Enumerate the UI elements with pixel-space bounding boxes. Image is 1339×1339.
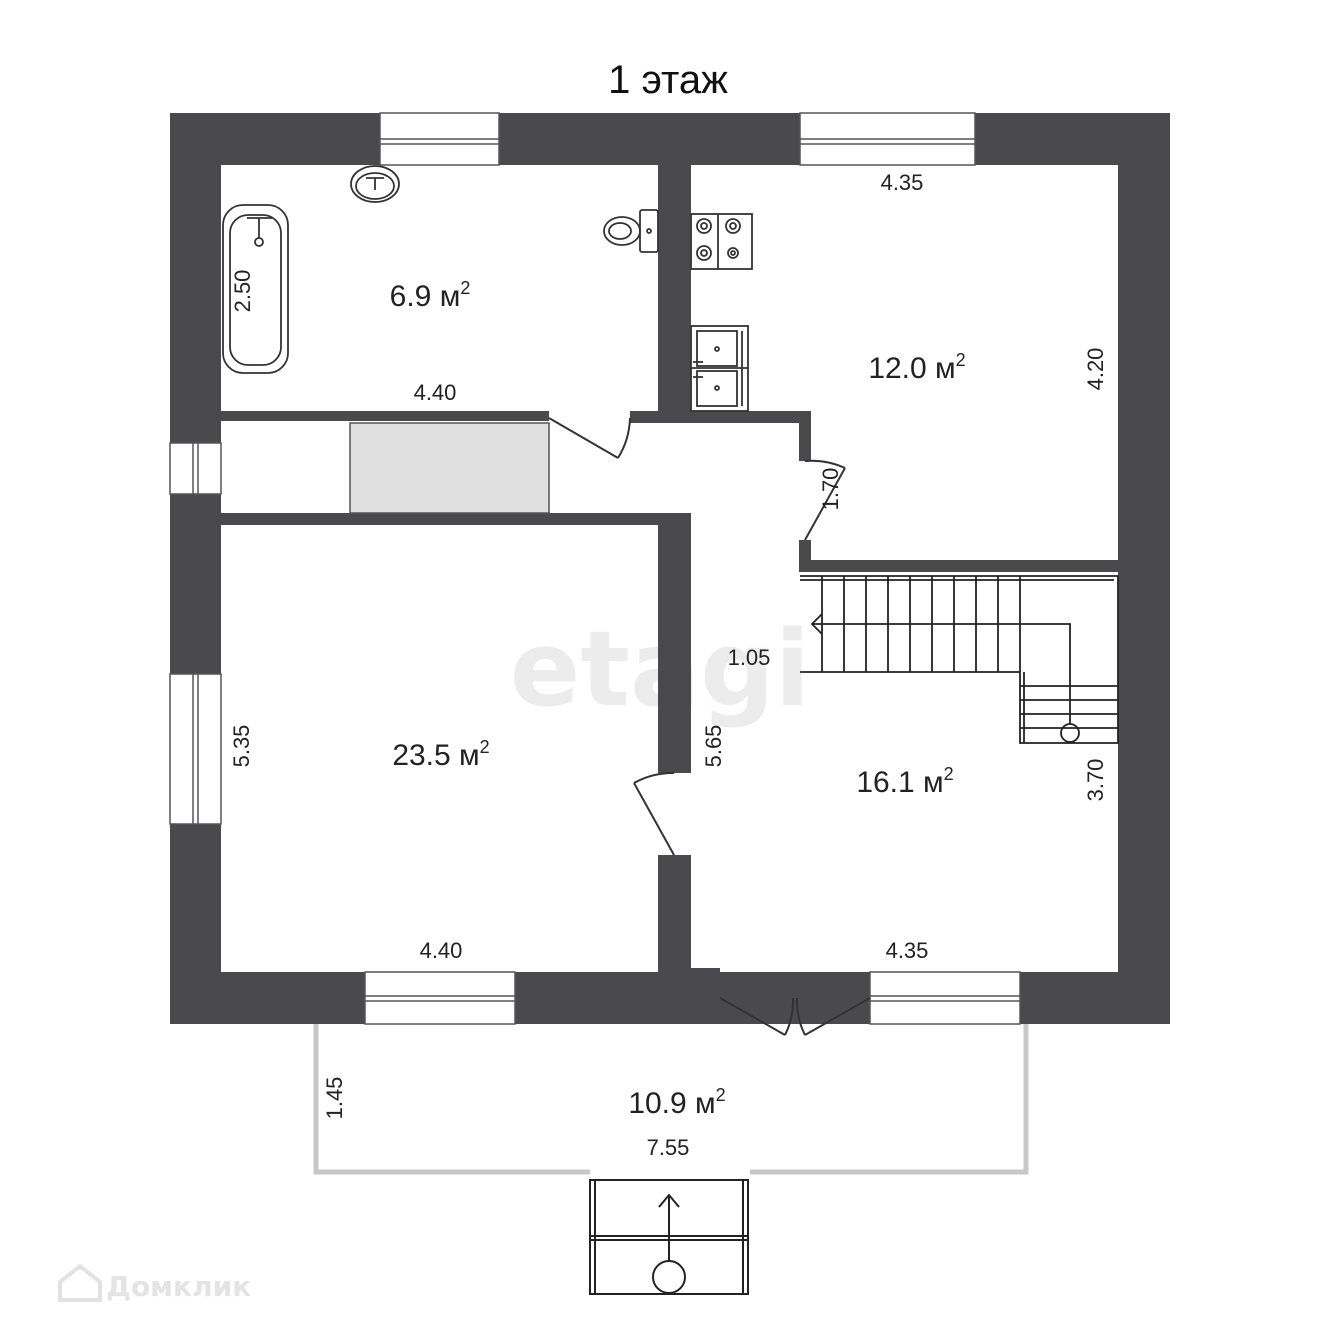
wall-kitchen-left-bottom [799, 540, 811, 563]
area-unit-exponent: 2 [944, 764, 954, 784]
living-room-width: 4.40 [420, 938, 463, 963]
terrace-depth: 1.45 [322, 1077, 347, 1120]
bathtub-icon [222, 204, 289, 374]
stairs-icon [800, 575, 1119, 744]
window-icon [379, 112, 500, 166]
toilet-icon [603, 209, 659, 253]
wall-bottom-right-plinth [658, 968, 720, 1024]
window-icon [799, 112, 976, 166]
bathroom-depth: 2.50 [230, 270, 255, 313]
interior-walls [221, 165, 1118, 1024]
wall-living-right-lower [658, 855, 691, 972]
corridor-width: 1.05 [728, 645, 771, 670]
area-unit-exponent: 2 [460, 278, 470, 298]
pantry-storage [349, 422, 550, 514]
entrance-steps-icon [589, 1179, 749, 1295]
wall-bath-bottom [221, 411, 549, 421]
doors [548, 417, 871, 1036]
wall-living-right-upper [658, 513, 691, 773]
kitchen-area: 12.0 м2 [868, 350, 965, 385]
door-icon [804, 459, 846, 541]
living-room-area: 23.5 м2 [392, 737, 489, 772]
kitchen-width: 4.35 [881, 170, 924, 195]
wall-bath-kitchen [658, 165, 691, 413]
area-unit-exponent: 2 [956, 350, 966, 370]
area-unit-exponent: 2 [480, 737, 490, 757]
window-icon [869, 971, 1021, 1025]
page-title: 1 этаж [608, 58, 728, 102]
terrace-width: 7.55 [647, 1135, 690, 1160]
terrace-area: 10.9 м2 [628, 1085, 725, 1120]
hall-area: 16.1 м2 [856, 764, 953, 799]
windows [169, 112, 1021, 1025]
living-room-depth: 5.35 [229, 725, 254, 768]
window-icon [169, 673, 222, 825]
window-icon [169, 442, 222, 495]
domclick-watermark: Домклик [106, 1270, 251, 1303]
domclick-logo-icon [58, 1263, 102, 1302]
window-icon [364, 971, 516, 1025]
area-unit-exponent: 2 [716, 1085, 726, 1105]
hall-depth: 3.70 [1083, 759, 1108, 802]
door-icon [548, 417, 631, 459]
kitchen-depth: 4.20 [1083, 348, 1108, 391]
wall-kitchen-left-lower [799, 411, 811, 461]
door-icon [719, 997, 871, 1036]
door-icon [633, 771, 675, 856]
wall-kitchen-bottom [799, 560, 1118, 572]
bathroom-area: 6.9 м2 [390, 278, 471, 313]
sink-icon [350, 165, 400, 203]
wall-kitchen-bottom-left [630, 411, 810, 423]
corridor-length: 5.65 [701, 725, 726, 768]
hall-width: 4.35 [886, 938, 929, 963]
stove-icon [690, 213, 753, 270]
kitchen-sink-icon [690, 325, 749, 412]
bathroom-width: 4.40 [414, 380, 457, 405]
terrace-outline [313, 1024, 1029, 1175]
wall-pantry-bottom [221, 513, 691, 525]
corridor-door-span: 1.70 [818, 468, 843, 511]
